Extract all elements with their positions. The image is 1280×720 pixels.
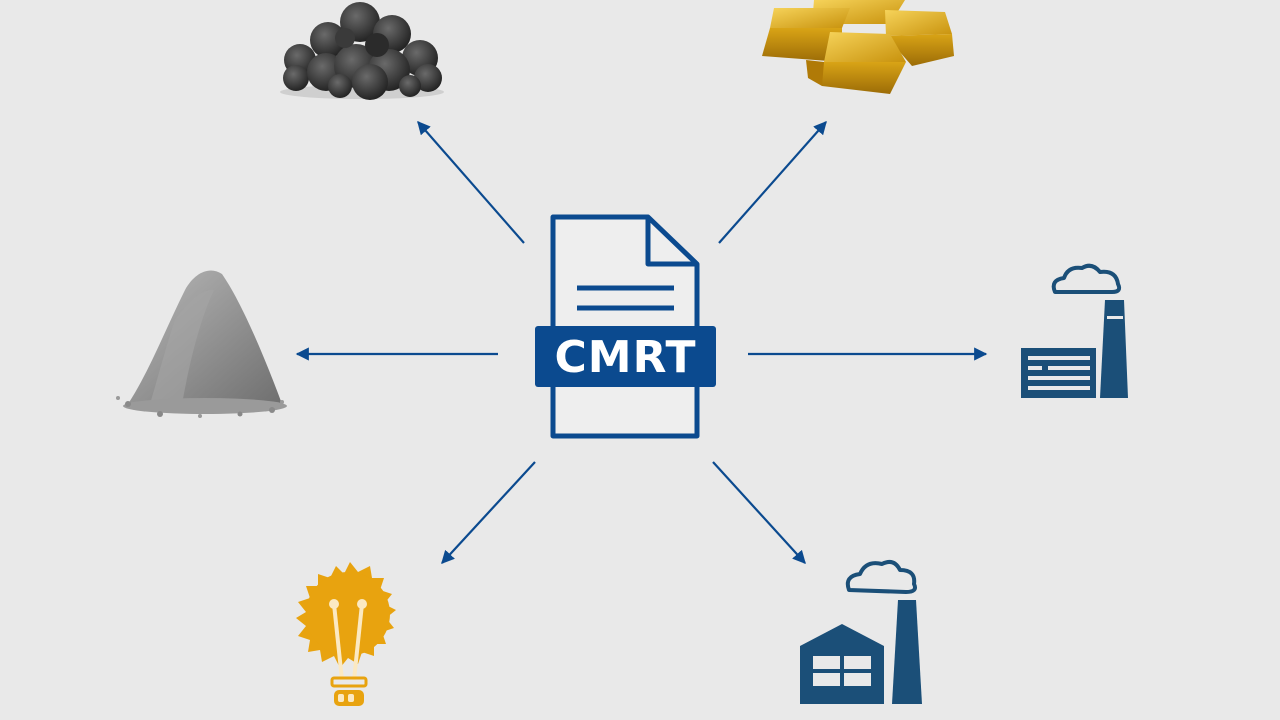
arrow-to-ore <box>417 121 525 244</box>
powder-pile-icon <box>116 270 287 418</box>
ore-pile-icon <box>280 2 444 100</box>
arrow-to-bulb <box>441 461 536 564</box>
gold-bars-icon <box>762 0 954 94</box>
document-label: CMRT <box>555 332 697 383</box>
arrow-to-gold <box>718 121 827 244</box>
factory-icon <box>1021 263 1128 398</box>
factory-icon <box>800 560 922 704</box>
arrow-to-factory-bottom <box>712 461 806 564</box>
document-icon <box>535 214 716 439</box>
arrows <box>295 121 988 564</box>
light-bulb-icon <box>296 562 396 706</box>
